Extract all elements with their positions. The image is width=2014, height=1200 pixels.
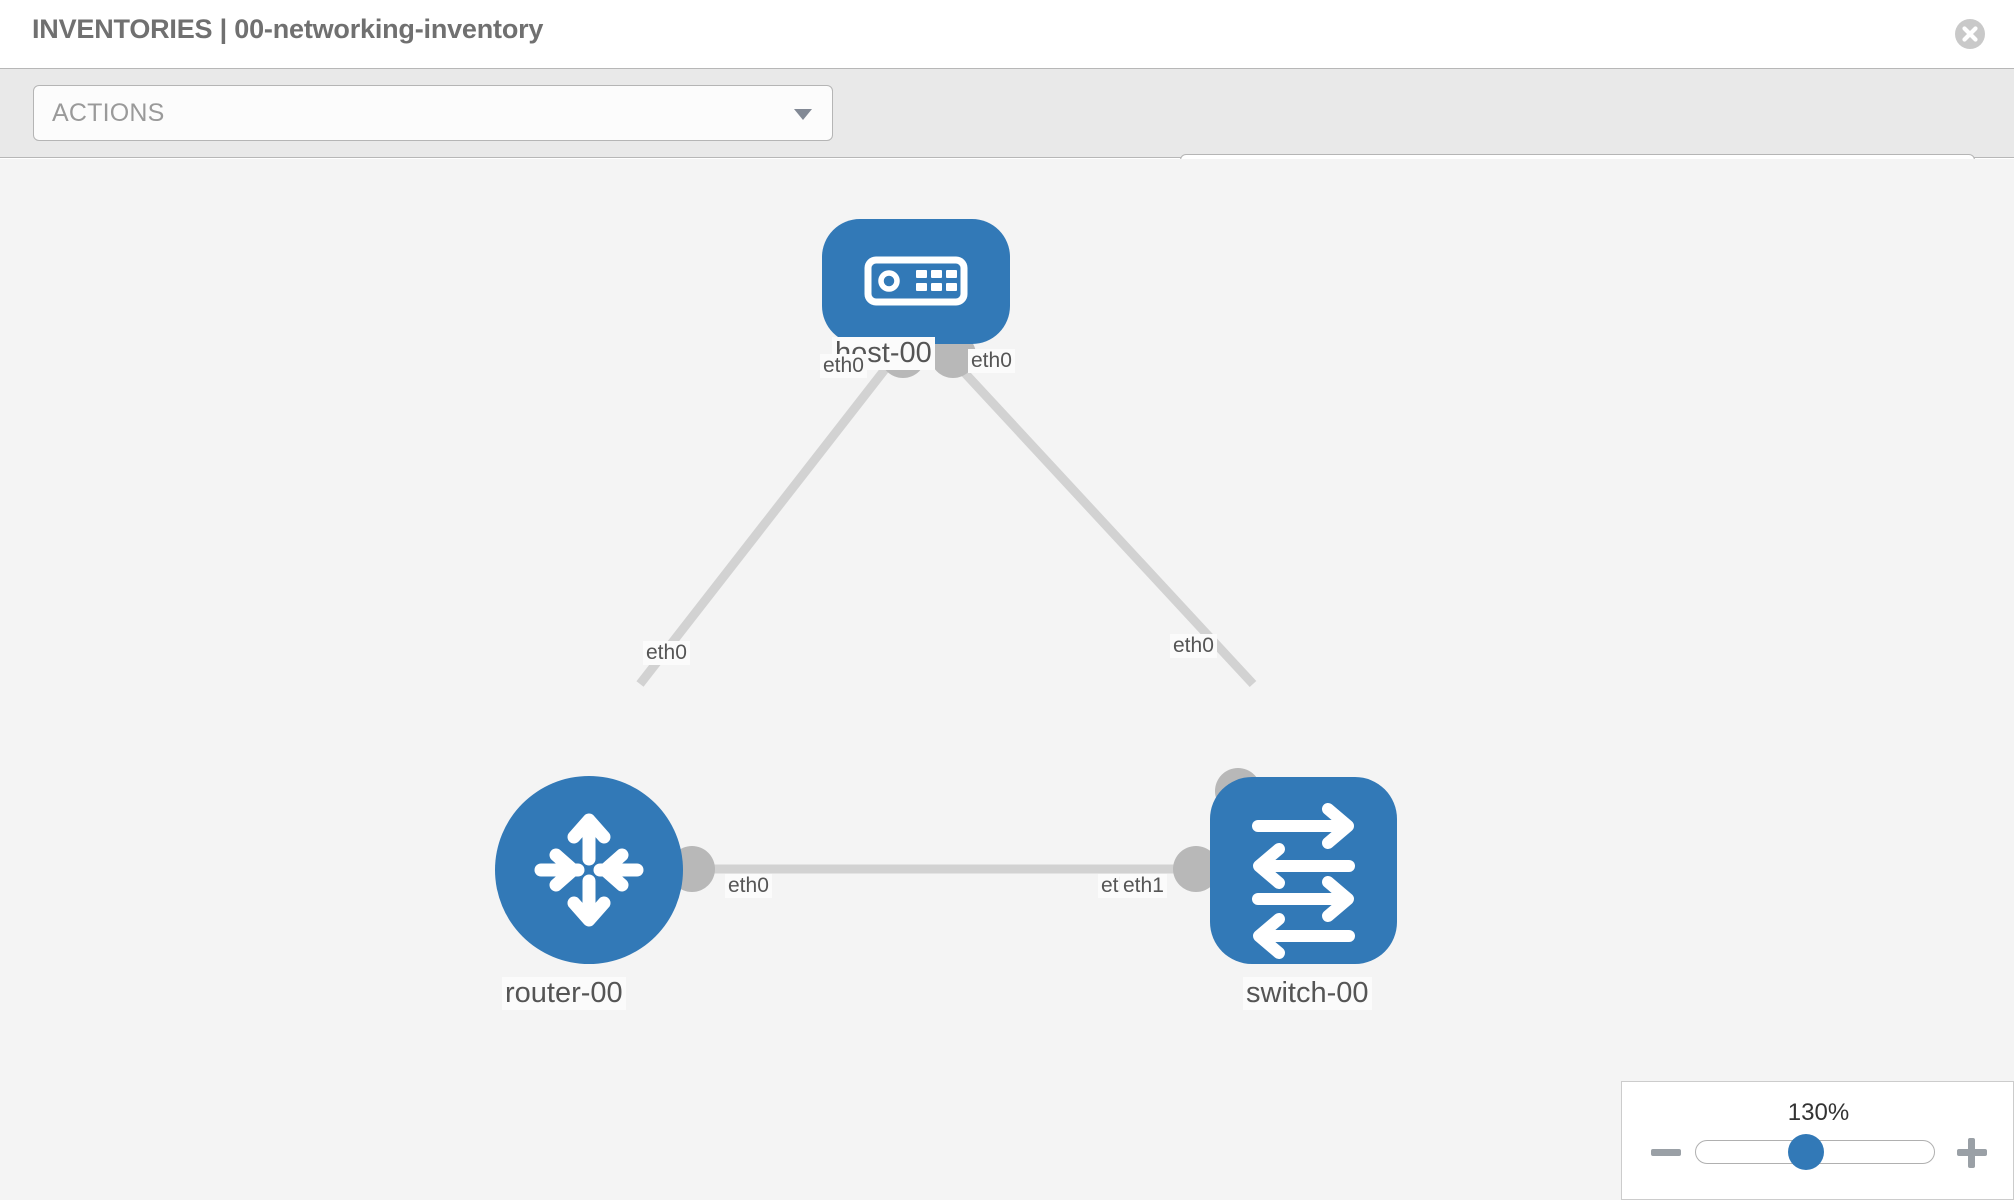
iface-label: eth0 [1170,634,1217,658]
zoom-out-button[interactable] [1649,1136,1683,1170]
actions-dropdown[interactable]: ACTIONS [33,85,833,141]
node-label-switch-00: switch-00 [1243,977,1372,1010]
topology-canvas[interactable]: host-00 router-00 switch-00 eth0 eth0 et… [0,159,2014,1200]
node-host-00[interactable] [822,219,1010,344]
page-title: INVENTORIES | 00-networking-inventory [32,14,544,44]
zoom-in-button[interactable] [1955,1136,1989,1170]
chevron-down-icon [794,109,812,120]
iface-label: eth1 [1120,874,1167,898]
plus-icon-vertical [1968,1138,1975,1168]
actions-dropdown-label: ACTIONS [52,99,165,127]
topology-links [636,353,1257,874]
topology-graph [495,219,1397,964]
close-icon[interactable] [1953,17,1987,51]
node-switch-00[interactable] [1210,777,1397,964]
connector-dot [1173,846,1219,892]
toolbar: ACTIONS SEARCH [0,69,2014,211]
page-header: INVENTORIES | 00-networking-inventory [0,0,2014,69]
node-label-router-00: router-00 [502,977,626,1010]
iface-label: eth0 [968,349,1015,373]
minus-icon [1651,1149,1681,1156]
link-host00-router00 [636,356,897,687]
link-host00-switch00 [946,353,1257,688]
iface-label: eth0 [820,354,867,378]
iface-label: eth0 [643,641,690,665]
node-router-00[interactable] [495,776,683,964]
iface-label: eth0 [725,874,772,898]
zoom-slider-thumb[interactable] [1788,1134,1824,1170]
zoom-level-value: 130% [1787,1099,1850,1126]
topology-connectors [669,332,1261,892]
zoom-control-panel: 130% [1621,1081,2014,1200]
